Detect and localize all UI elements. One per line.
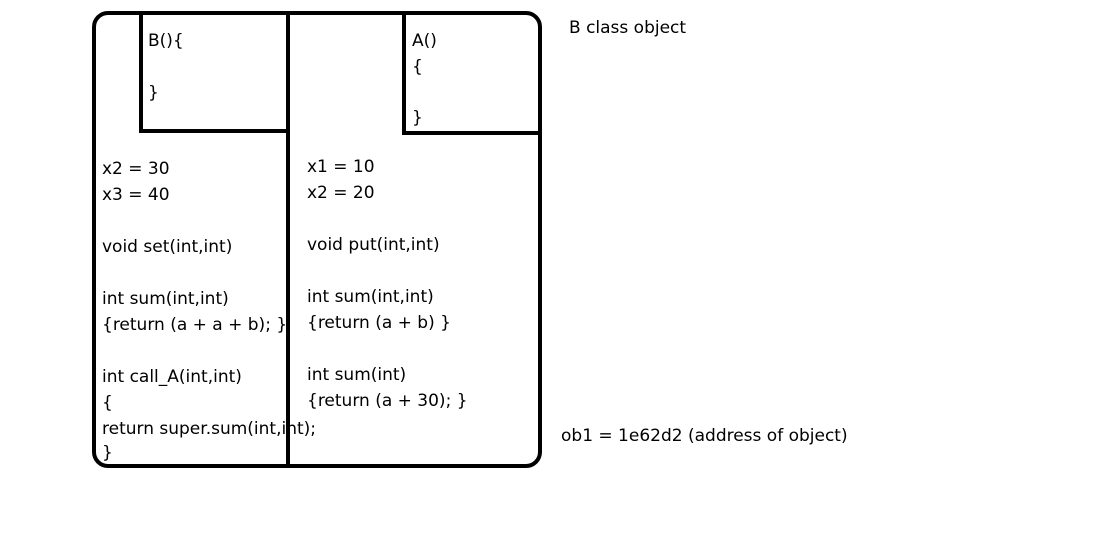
a-constructor-line: } bbox=[412, 108, 423, 128]
object-caption: B class object bbox=[569, 18, 687, 38]
b-call-a-method-line: int call_A(int,int) bbox=[102, 367, 242, 387]
a-sum-two-method-line: int sum(int,int) bbox=[307, 287, 434, 307]
a-sum-one-method-line: {return (a + 30); } bbox=[307, 391, 468, 411]
b-call-a-method-line: } bbox=[102, 443, 113, 463]
class-divider-line bbox=[286, 13, 290, 464]
b-field: x2 = 30 bbox=[102, 159, 170, 179]
b-sum-method-line: {return (a + a + b); } bbox=[102, 315, 288, 335]
a-sum-one-method-line: int sum(int) bbox=[307, 365, 407, 385]
b-constructor-line: B(){ bbox=[148, 31, 184, 51]
b-sum-method-line: int sum(int,int) bbox=[102, 289, 229, 309]
b-constructor-box bbox=[139, 13, 290, 133]
b-field: x3 = 40 bbox=[102, 185, 170, 205]
b-set-method: void set(int,int) bbox=[102, 237, 233, 257]
b-constructor-line: } bbox=[148, 83, 159, 103]
a-constructor-line: { bbox=[412, 57, 423, 77]
a-field: x1 = 10 bbox=[307, 157, 375, 177]
reference-caption: ob1 = 1e62d2 (address of object) bbox=[561, 426, 848, 446]
b-call-a-method-line: return super.sum(int,int); bbox=[102, 419, 317, 439]
a-field: x2 = 20 bbox=[307, 183, 375, 203]
a-constructor-box bbox=[402, 13, 538, 135]
object-outline bbox=[92, 11, 542, 468]
b-call-a-method-line: { bbox=[102, 393, 113, 413]
a-constructor-line: A() bbox=[412, 31, 437, 51]
a-put-method: void put(int,int) bbox=[307, 235, 440, 255]
a-sum-two-method-line: {return (a + b) } bbox=[307, 313, 451, 333]
